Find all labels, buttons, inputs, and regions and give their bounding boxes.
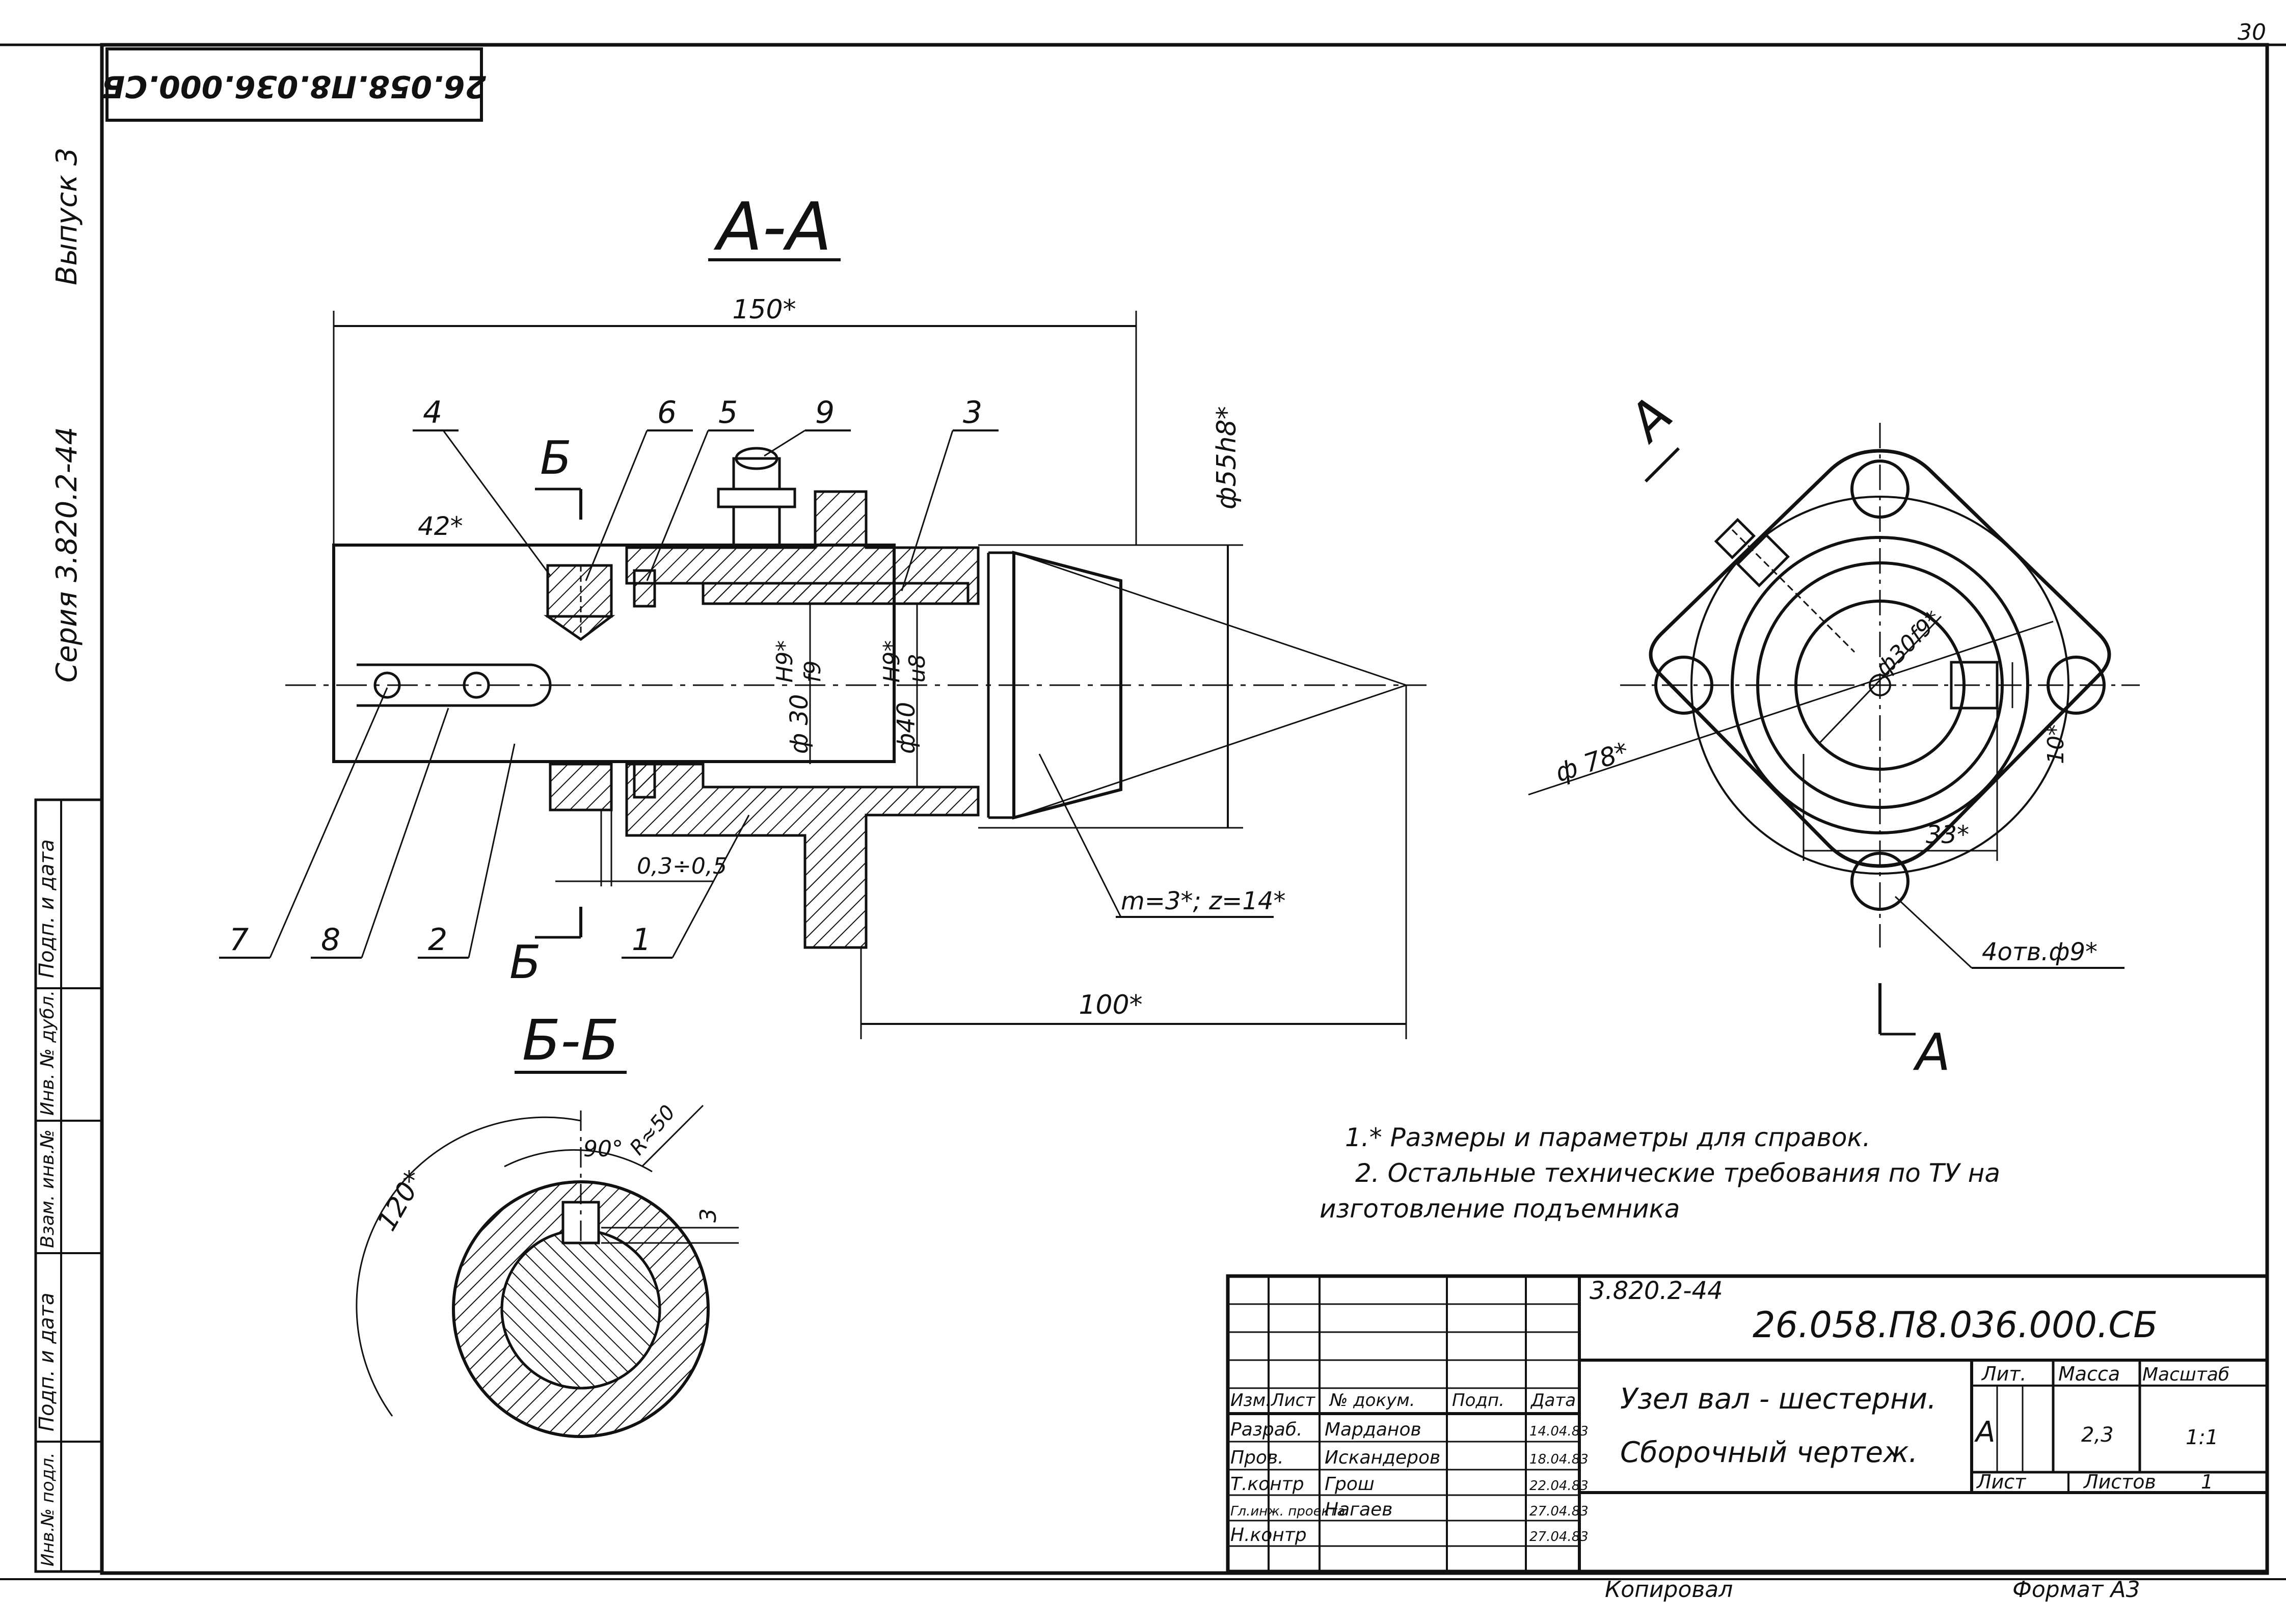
tb-name-line1: Узел вал - шестерни. xyxy=(1620,1383,1937,1416)
gear-params: m=3*; z=14* xyxy=(1121,887,1285,915)
tb-role-0: Разраб. xyxy=(1230,1419,1302,1440)
tb-h-izm: Изм. xyxy=(1230,1390,1271,1411)
tb-h-date: Дата xyxy=(1530,1390,1576,1411)
rotated-code-box: 26.058.П8.036.000.СБ xyxy=(102,47,487,122)
section-bb-title: Б-Б xyxy=(522,1008,620,1073)
note-2: 2. Остальные технические требования по Т… xyxy=(1355,1158,2000,1188)
tb-name-3: Нагаев xyxy=(1325,1499,1392,1520)
dim-d78: ф 78* xyxy=(1552,737,1632,788)
cut-b-bottom: Б xyxy=(509,936,541,989)
dim-100: 100* xyxy=(1079,990,1142,1020)
section-bb: Б-Б 120* 90° R≈50 3 xyxy=(356,1008,739,1438)
callout-1: 1 xyxy=(632,922,651,958)
dim-r50: R≈50 xyxy=(625,1101,680,1160)
tb-date-1: 18.04.83 xyxy=(1529,1452,1589,1467)
dim-w33: 33* xyxy=(1926,821,1969,849)
cut-b-top: Б xyxy=(540,431,572,485)
tb-role-2: Т.контр xyxy=(1230,1474,1304,1495)
tb-name-line2: Сборочный чертеж. xyxy=(1620,1436,1918,1469)
dim-holes: 4отв.ф9* xyxy=(1982,938,2097,966)
notes: 1.* Размеры и параметры для справок. 2. … xyxy=(1320,1123,2000,1224)
margin-label-1: Подп. и дата xyxy=(35,840,59,978)
tb-scale-label: Масштаб xyxy=(2142,1364,2229,1385)
margin-label-3: Взам. инв.№ xyxy=(37,1129,58,1248)
callout-4: 4 xyxy=(423,395,442,430)
dim-fit1b: f9 xyxy=(800,661,826,683)
callout-7: 7 xyxy=(229,922,249,958)
cut-a-top: А xyxy=(1615,385,1684,454)
dim-fit1: H9* xyxy=(772,640,798,683)
end-view: А А ф 78* ф30f9* 10* 33* 4отв.ф9* xyxy=(1528,385,2140,1082)
margin-label-4: Подп. и дата xyxy=(35,1293,59,1431)
tb-sheet-label: Лист xyxy=(1976,1471,2027,1493)
tb-sheets-value: 1 xyxy=(2201,1471,2213,1493)
dim-d40: ф40 xyxy=(892,702,921,754)
section-aa: А-А 150* 42* xyxy=(219,188,1427,1039)
left-margin-stamp: Подп. и дата Инв. № дубл. Взам. инв.№ По… xyxy=(34,798,103,1573)
callout-9: 9 xyxy=(815,395,835,430)
dim-fit2b: u8 xyxy=(904,654,930,683)
tb-date-3: 27.04.83 xyxy=(1529,1504,1589,1519)
sheet-frame xyxy=(0,43,2286,1580)
callout-2: 2 xyxy=(428,922,447,958)
tb-date-2: 22.04.83 xyxy=(1529,1478,1589,1494)
dim-gap: 0,3÷0,5 xyxy=(637,853,727,879)
tb-mass-value: 2,3 xyxy=(2081,1423,2114,1447)
tb-role-1: Пров. xyxy=(1230,1447,1284,1468)
tb-name-1: Искандеров xyxy=(1325,1447,1440,1468)
callout-3: 3 xyxy=(963,395,982,430)
tb-role-4: Н.контр xyxy=(1230,1525,1307,1546)
dim-h10: 10* xyxy=(2043,724,2069,764)
callout-6: 6 xyxy=(657,395,677,430)
tb-mass-label: Масса xyxy=(2058,1363,2120,1385)
dim-d30: ф 30 xyxy=(785,694,814,754)
dim-90: 90° xyxy=(583,1136,623,1162)
tb-lit-value: А xyxy=(1974,1416,1995,1449)
callouts-bottom: 7 8 2 1 xyxy=(219,687,750,959)
tb-date-0: 14.04.83 xyxy=(1529,1424,1589,1439)
title-block: Изм. Лист № докум. Подп. Дата Разраб. Ма… xyxy=(1226,1274,2269,1574)
dim-120: 120* xyxy=(371,1166,430,1236)
tb-name-0: Марданов xyxy=(1325,1419,1421,1440)
tb-name-2: Грош xyxy=(1325,1474,1375,1495)
dim-42: 42* xyxy=(418,511,463,541)
side-vypusk: Выпуск 3 xyxy=(50,148,84,285)
tb-role-3: Гл.инж. проекта xyxy=(1230,1504,1345,1519)
tb-date-4: 27.04.83 xyxy=(1529,1529,1589,1545)
footer-copied: Копировал xyxy=(1605,1577,1733,1603)
tb-doc-code: 26.058.П8.036.000.СБ xyxy=(1753,1304,2158,1346)
cut-a-bottom: А xyxy=(1913,1022,1950,1082)
dim-depth: 3 xyxy=(695,1208,721,1223)
tb-sheets-label: Листов xyxy=(2083,1471,2156,1493)
dim-55h8: ф55h8* xyxy=(1212,406,1242,509)
tb-series-code: 3.820.2-44 xyxy=(1590,1277,1723,1305)
callouts-top: 4 6 5 9 3 xyxy=(413,395,999,591)
dim-d30f9: ф30f9* xyxy=(1871,606,1947,682)
note-1: 1.* Размеры и параметры для справок. xyxy=(1345,1123,1871,1152)
tb-h-list: Лист xyxy=(1270,1390,1315,1411)
section-aa-title: А-А xyxy=(714,188,832,265)
tb-scale-value: 1:1 xyxy=(2186,1426,2218,1449)
tb-h-doc: № докум. xyxy=(1329,1390,1415,1411)
margin-label-2: Инв. № дубл. xyxy=(37,990,58,1116)
callout-8: 8 xyxy=(321,922,340,958)
footer-format: Формат А3 xyxy=(2012,1577,2140,1603)
tb-lit-label: Лит. xyxy=(1981,1363,2027,1385)
dim-150: 150* xyxy=(732,294,796,325)
margin-label-5: Инв.№ подл. xyxy=(38,1452,58,1566)
callout-5: 5 xyxy=(718,395,738,430)
page-number: 30 xyxy=(2238,19,2266,45)
side-series: Серия 3.820.2-44 xyxy=(50,427,84,683)
rotated-code: 26.058.П8.036.000.СБ xyxy=(102,68,487,104)
tb-h-sign: Подп. xyxy=(1452,1390,1504,1411)
dim-fit2: H9* xyxy=(879,640,905,683)
note-3: изготовление подъемника xyxy=(1320,1194,1680,1224)
